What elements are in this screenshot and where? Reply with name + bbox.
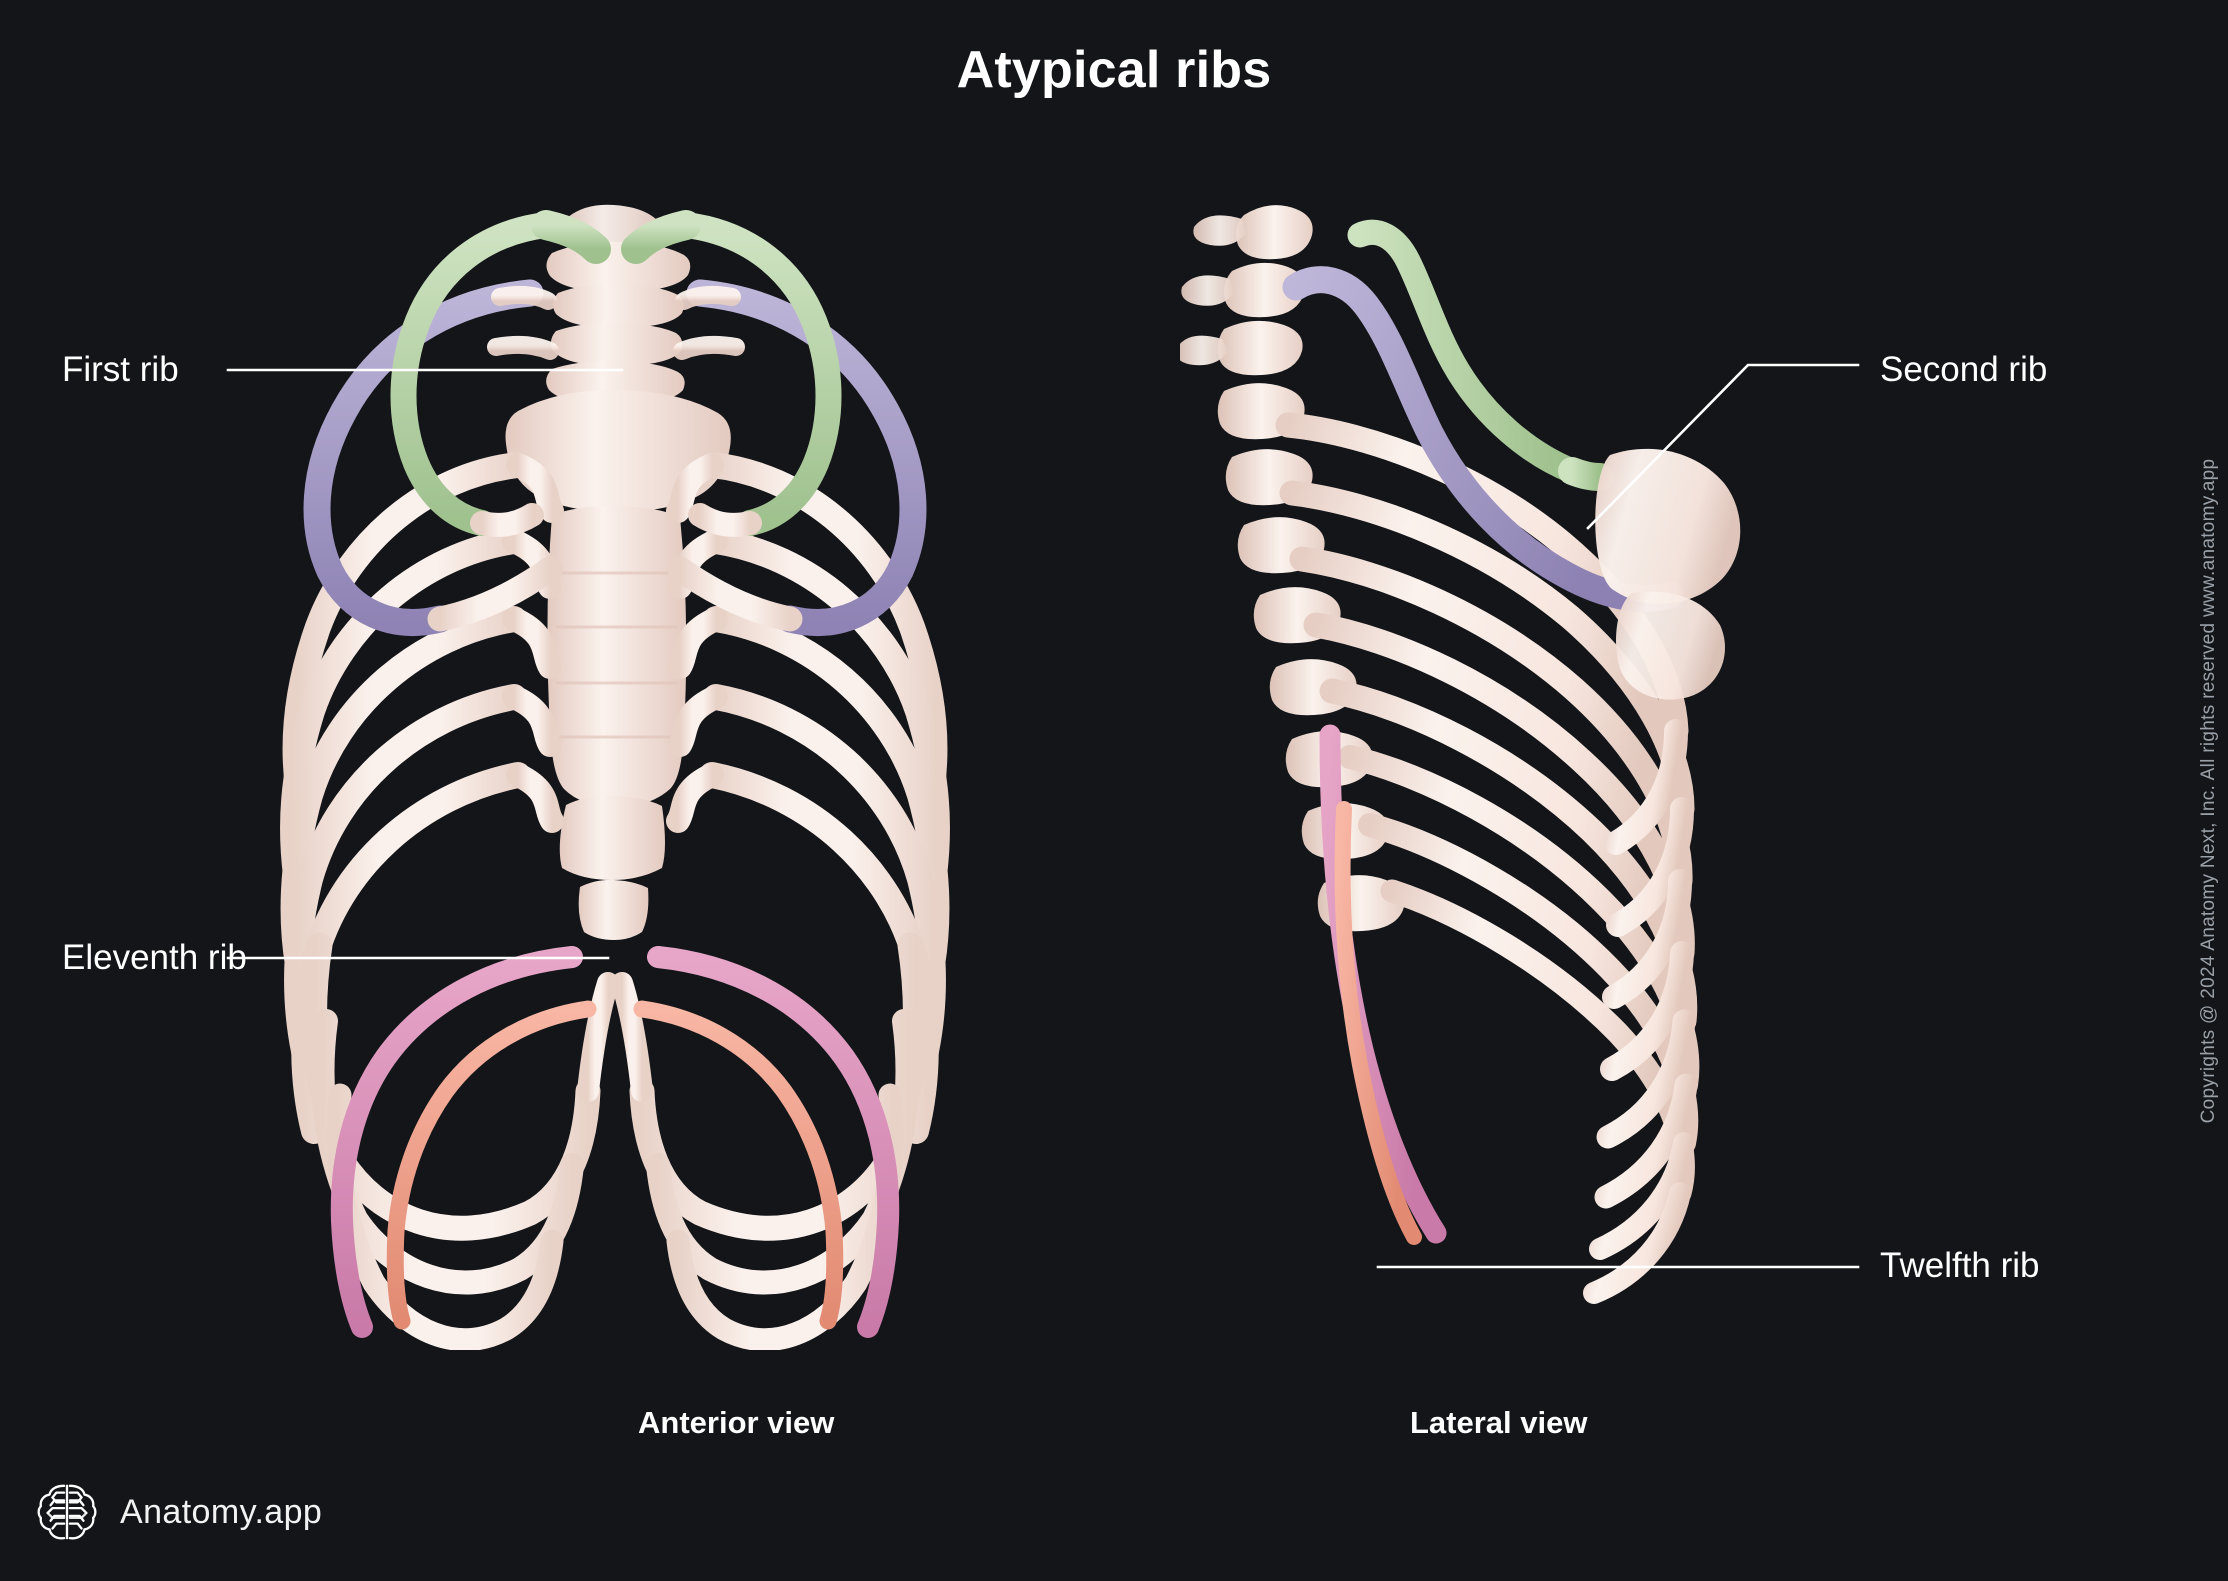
twelfth-rib [1334,801,1422,1245]
brain-icon [37,1484,97,1540]
twelfth-rib [386,1000,844,1330]
label-eleventh-rib: Eleventh rib [62,938,247,977]
label-first-rib: First rib [62,350,179,389]
lateral-ribcage-figure [1180,175,1880,1350]
page-title: Atypical ribs [956,41,1272,99]
caption-anterior-view: Anterior view [638,1405,835,1440]
anatomy-app-logo[interactable]: Anatomy.app [36,1481,322,1543]
first-rib [390,210,842,536]
logo-text: Anatomy.app [120,1492,323,1531]
eleventh-rib [330,946,900,1338]
second-rib [1282,266,1684,612]
anterior-transverse-processes [487,285,745,360]
label-second-rib: Second rib [1880,350,2048,389]
caption-lateral-view: Lateral view [1410,1405,1588,1440]
lateral-rib-anterior-curves [1583,719,1698,1304]
first-rib-cartilage [470,503,762,537]
label-twelfth-rib: Twelfth rib [1880,1246,2040,1285]
anterior-typical-ribs [280,452,950,1350]
anterior-ribcage-figure [200,175,1030,1350]
copyright-notice: Copyrights @ 2024 Anatomy Next, Inc. All… [2198,458,2219,1123]
second-rib-cartilage [427,556,803,632]
